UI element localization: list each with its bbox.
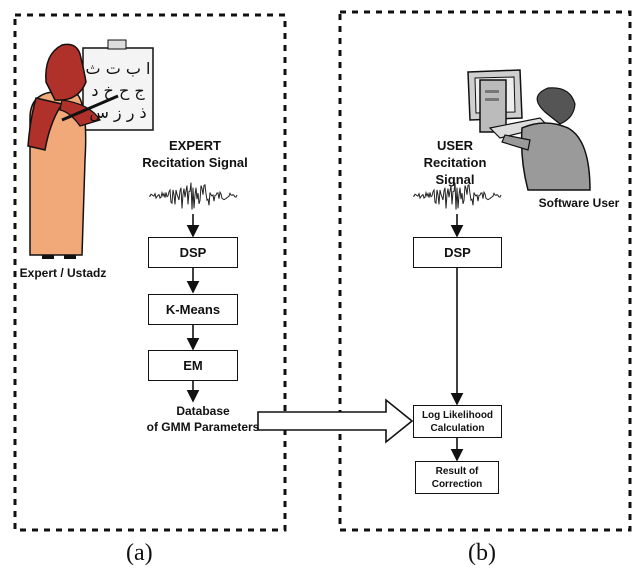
dsp-block-a: DSP — [148, 237, 238, 268]
expert-signal-title-line-1: EXPERT — [168, 138, 221, 153]
kmeans-block: K-Means — [148, 294, 238, 325]
user-signal-title-line-1: USER — [436, 138, 474, 153]
user-signal-title: USER Recitation Signal — [405, 137, 505, 188]
panel-a-border — [13, 13, 287, 532]
expert-signal-title-line-2: Recitation Signal — [142, 155, 248, 170]
log-likelihood-line-2: Calculation — [430, 422, 485, 434]
subfigure-label-a: (a) — [126, 540, 153, 566]
dsp-block-b: DSP — [413, 237, 502, 268]
log-likelihood-line-1: Log Likelihood — [421, 409, 494, 421]
board-row-2: ج ح خ د — [91, 81, 145, 101]
waveform-icon — [412, 182, 502, 210]
result-of-correction-block: Result of Correction — [415, 461, 499, 494]
em-block: EM — [148, 350, 238, 381]
database-to-loglik-arrow — [257, 398, 414, 444]
expert-caption: Expert / Ustadz — [19, 266, 107, 280]
waveform-icon — [148, 182, 238, 210]
subfigure-label-b: (b) — [468, 540, 496, 566]
user-signal-title-line-2: Recitation Signal — [423, 155, 487, 187]
computer-user-illustration-icon — [467, 69, 591, 191]
result-line-2: Correction — [431, 478, 483, 490]
gmm-database-line-2: of GMM Parameters — [146, 420, 260, 434]
board-row-1: ا ب ت ث — [86, 59, 151, 78]
panel-b-border — [338, 10, 632, 532]
gmm-database-line-1: Database — [176, 404, 230, 418]
gmm-database-label: Database of GMM Parameters — [140, 403, 266, 435]
board-row-3: ذ ر ز س — [89, 103, 146, 123]
teacher-illustration-icon — [27, 39, 154, 259]
expert-signal-title: EXPERT Recitation Signal — [140, 137, 250, 171]
log-likelihood-block: Log Likelihood Calculation — [413, 405, 502, 438]
result-line-1: Result of — [435, 465, 479, 477]
software-user-caption: Software User — [538, 196, 620, 210]
